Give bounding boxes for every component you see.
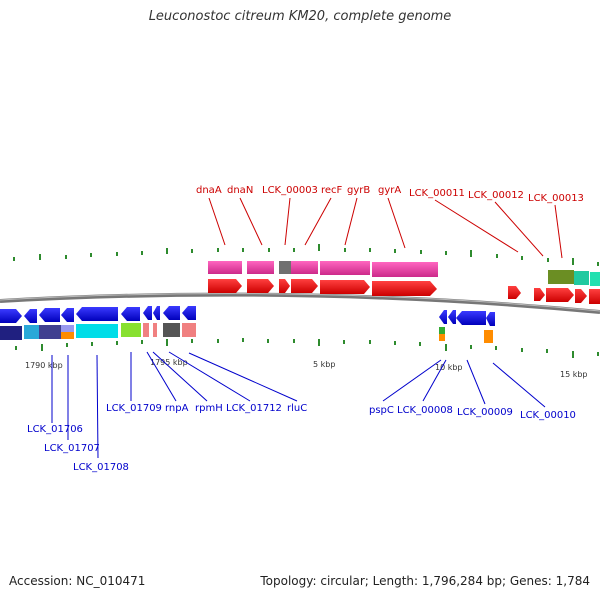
forward-feature-track (208, 261, 600, 286)
gene-arrow-LCK_00013b[interactable] (589, 289, 600, 304)
gene-arrow-LCK_01707b[interactable] (61, 308, 74, 322)
feature-LCK_00012[interactable] (548, 270, 574, 284)
feature-pspC[interactable] (439, 327, 445, 334)
label-LCK_01708[interactable]: LCK_01708 (73, 462, 129, 473)
feature-dnaA[interactable] (208, 261, 242, 274)
label-LCK_01712[interactable]: LCK_01712 (226, 403, 282, 414)
feature-LCK_01712[interactable] (163, 323, 180, 337)
feature-LCK_01707c[interactable] (61, 332, 74, 339)
gene-arrow-LCK_00012[interactable] (534, 288, 545, 301)
feature-LCK_00008[interactable] (439, 334, 445, 341)
gene-arrow-LCK_00008[interactable] (448, 310, 456, 324)
forward-labels: dnaA dnaN LCK_00003 recF gyrB gyrA LCK_0… (196, 185, 584, 204)
label-LCK_00009[interactable]: LCK_00009 (457, 407, 513, 418)
genome-stats-text: Topology: circular; Length: 1,796,284 bp… (260, 574, 590, 588)
gene-arrow-LCK_01707[interactable] (39, 308, 60, 322)
scale-label-10kbp: 10 kbp (435, 363, 463, 372)
forward-label-connectors (208, 197, 563, 259)
gene-arrow-LCK_01706[interactable] (24, 309, 37, 323)
gene-arrow-LCK_01706-left[interactable] (0, 309, 22, 323)
feature-rluC[interactable] (182, 323, 196, 337)
gene-arrow-dnaA[interactable] (208, 279, 242, 293)
label-LCK_00011[interactable]: LCK_00011 (409, 188, 465, 199)
label-LCK_01706[interactable]: LCK_01706 (27, 424, 83, 435)
gene-arrow-gyrB[interactable] (320, 280, 370, 294)
scale-label-15kbp: 15 kbp (560, 370, 588, 379)
feature-LCK_00013[interactable] (574, 271, 589, 285)
gene-arrow-LCK_00010[interactable] (486, 312, 495, 326)
feature-LCK_00009[interactable] (484, 330, 493, 343)
forward-gene-track (208, 279, 600, 304)
feature-gyrB[interactable] (320, 261, 370, 275)
label-dnaN[interactable]: dnaN (227, 185, 253, 196)
feature-rnpA[interactable] (143, 323, 149, 337)
inner-ticks (15, 338, 599, 358)
feature-LCK_00013b[interactable] (590, 272, 600, 286)
scale-label-5kbp: 5 kbp (313, 360, 335, 369)
feature-LCK_00003[interactable] (279, 261, 291, 274)
label-pspC[interactable]: pspC (369, 405, 394, 416)
feature-gyrA[interactable] (372, 262, 438, 277)
gene-arrow-LCK_00012b[interactable] (546, 288, 574, 302)
feature-LCK_01707b[interactable] (61, 325, 74, 332)
label-rluC[interactable]: rluC (287, 403, 307, 414)
reverse-label-connectors (51, 351, 546, 459)
gene-arrow-LCK_01712[interactable] (163, 306, 180, 320)
outer-ticks (13, 244, 599, 266)
gene-arrow-rluC[interactable] (182, 306, 196, 320)
label-dnaA[interactable]: dnaA (196, 185, 222, 196)
label-gyrB[interactable]: gyrB (347, 185, 370, 196)
gene-arrow-recF[interactable] (291, 279, 318, 293)
feature-LCK_01709[interactable] (121, 323, 141, 337)
gene-arrow-rnpA[interactable] (143, 306, 152, 320)
feature-LCK_01708[interactable] (76, 324, 118, 338)
feature-LCK_01707[interactable] (39, 325, 61, 339)
gene-arrow-LCK_00009[interactable] (456, 311, 486, 325)
feature-LCK_01706[interactable] (24, 325, 39, 339)
genome-backbone-highlight (0, 293, 600, 312)
gene-arrow-rpmH[interactable] (153, 306, 160, 320)
gene-arrow-LCK_01709[interactable] (121, 307, 140, 321)
reverse-gene-track (0, 306, 495, 326)
accession-text: Accession: NC_010471 (9, 574, 146, 588)
label-gyrA[interactable]: gyrA (378, 185, 401, 196)
gene-arrow-gyrA[interactable] (372, 281, 437, 296)
feature-rpmH[interactable] (153, 323, 157, 337)
label-LCK_01707[interactable]: LCK_01707 (44, 443, 100, 454)
gene-arrow-pspC[interactable] (439, 310, 447, 324)
feature-LCK_01706-left[interactable] (0, 326, 22, 340)
map-title: Leuconostoc citreum KM20, complete genom… (148, 9, 452, 24)
label-rpmH[interactable]: rpmH (195, 403, 223, 414)
gene-arrow-dnaN[interactable] (247, 279, 274, 293)
label-rnpA[interactable]: rnpA (165, 403, 189, 414)
label-LCK_00012[interactable]: LCK_00012 (468, 190, 524, 201)
feature-dnaN[interactable] (247, 261, 274, 274)
genome-backbone (0, 292, 600, 314)
scale-label-1795kbp: 1795 kbp (150, 358, 188, 367)
gene-arrow-LCK_00013[interactable] (575, 289, 587, 303)
label-recF[interactable]: recF (321, 185, 343, 196)
label-LCK_00013[interactable]: LCK_00013 (528, 193, 584, 204)
label-LCK_00003[interactable]: LCK_00003 (262, 185, 318, 196)
reverse-feature-track (0, 323, 493, 343)
label-LCK_00010[interactable]: LCK_00010 (520, 410, 576, 421)
label-LCK_01709[interactable]: LCK_01709 (106, 403, 162, 414)
label-LCK_00008[interactable]: LCK_00008 (397, 405, 453, 416)
gene-arrow-LCK_00011[interactable] (508, 286, 521, 299)
scale-label-1790kbp: 1790 kbp (25, 361, 63, 370)
gene-arrow-LCK_00003[interactable] (279, 279, 290, 293)
reverse-labels: LCK_01706 LCK_01707 LCK_01708 LCK_01709 … (27, 403, 576, 473)
gene-arrow-LCK_01708[interactable] (76, 307, 118, 321)
feature-recF[interactable] (291, 261, 318, 274)
